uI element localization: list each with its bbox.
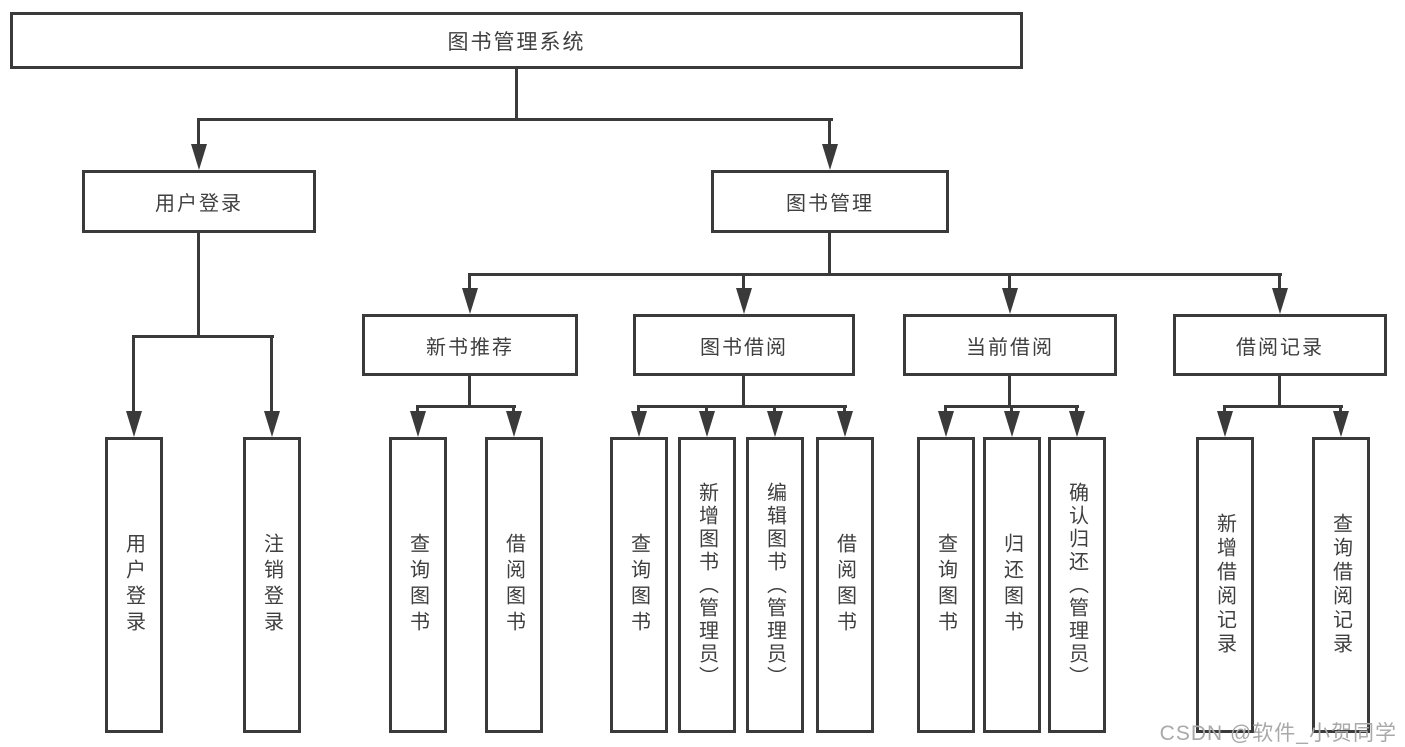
arrowhead-down-icon bbox=[736, 288, 752, 314]
node-current-borrowing: 当前借阅 bbox=[903, 314, 1117, 376]
connector-drop-leaf bbox=[1223, 405, 1226, 413]
arrowhead-down-icon bbox=[1004, 411, 1020, 437]
node-book-management: 图书管理 bbox=[711, 170, 949, 233]
leaf-query-books: 查询图书 bbox=[917, 437, 975, 733]
leaf-query-borrow-record: 查询借阅记录 bbox=[1312, 437, 1370, 733]
leaf-add-book-admin: 新增图书（管理员） bbox=[678, 437, 736, 733]
connector-drop-leaf bbox=[944, 405, 947, 413]
connector-drop-level3 bbox=[468, 273, 471, 291]
connector-drop-leaf bbox=[416, 405, 419, 413]
node-library-management-system: 图书管理系统 bbox=[10, 12, 1023, 69]
connector-drop-level3 bbox=[1278, 273, 1281, 291]
connector-level2-rail bbox=[197, 118, 833, 121]
connector-level3-rail bbox=[468, 273, 1282, 276]
connector-current-stem bbox=[1008, 376, 1011, 407]
node-new-book-recommendation: 新书推荐 bbox=[362, 314, 578, 376]
connector-drop-leaf bbox=[270, 335, 273, 413]
arrowhead-down-icon bbox=[191, 144, 207, 170]
leaf-user-login: 用户登录 bbox=[105, 437, 163, 733]
connector-newbook-rail bbox=[416, 405, 516, 408]
leaf-borrow-books: 借阅图书 bbox=[485, 437, 543, 733]
node-book-borrowing: 图书借阅 bbox=[633, 314, 855, 376]
leaf-confirm-return-admin: 确认归还（管理员） bbox=[1048, 437, 1106, 733]
connector-borrow-stem bbox=[742, 376, 745, 407]
connector-drop-book-management bbox=[828, 118, 831, 146]
arrowhead-down-icon bbox=[1333, 411, 1349, 437]
leaf-borrow-books: 借阅图书 bbox=[816, 437, 874, 733]
connector-drop-leaf bbox=[843, 405, 846, 413]
arrowhead-down-icon bbox=[126, 411, 142, 437]
leaf-query-books: 查询图书 bbox=[389, 437, 447, 733]
leaf-edit-book-admin: 编辑图书（管理员） bbox=[746, 437, 804, 733]
arrowhead-down-icon bbox=[767, 411, 783, 437]
arrowhead-down-icon bbox=[462, 288, 478, 314]
arrowhead-down-icon bbox=[1002, 288, 1018, 314]
node-borrowing-records: 借阅记录 bbox=[1173, 314, 1387, 376]
connector-drop-leaf bbox=[1010, 405, 1013, 413]
arrowhead-down-icon bbox=[837, 411, 853, 437]
connector-drop-level3 bbox=[1008, 273, 1011, 291]
leaf-return-books: 归还图书 bbox=[983, 437, 1041, 733]
connector-drop-leaf bbox=[773, 405, 776, 413]
arrowhead-down-icon bbox=[1272, 288, 1288, 314]
connector-root-stem bbox=[515, 68, 518, 121]
node-user-login: 用户登录 bbox=[82, 170, 316, 233]
connector-records-rail bbox=[1223, 405, 1343, 408]
connector-login-rail bbox=[132, 335, 274, 338]
connector-drop-leaf bbox=[1339, 405, 1342, 413]
connector-drop-leaf bbox=[705, 405, 708, 413]
connector-drop-leaf bbox=[512, 405, 515, 413]
arrowhead-down-icon bbox=[1217, 411, 1233, 437]
connector-borrow-rail bbox=[637, 405, 847, 408]
arrowhead-down-icon bbox=[1069, 411, 1085, 437]
connector-records-stem bbox=[1278, 376, 1281, 407]
connector-book-management-stem bbox=[828, 233, 831, 276]
arrowhead-down-icon bbox=[699, 411, 715, 437]
connector-drop-leaf bbox=[132, 335, 135, 413]
arrowhead-down-icon bbox=[410, 411, 426, 437]
arrowhead-down-icon bbox=[264, 411, 280, 437]
leaf-add-borrow-record: 新增借阅记录 bbox=[1196, 437, 1254, 733]
connector-drop-level3 bbox=[742, 273, 745, 291]
connector-drop-leaf bbox=[637, 405, 640, 413]
arrowhead-down-icon bbox=[938, 411, 954, 437]
arrowhead-down-icon bbox=[506, 411, 522, 437]
leaf-query-books: 查询图书 bbox=[610, 437, 668, 733]
arrowhead-down-icon bbox=[631, 411, 647, 437]
connector-drop-leaf bbox=[1075, 405, 1078, 413]
watermark: CSDN @软件_小贺同学 bbox=[1159, 722, 1397, 745]
connector-drop-user-login bbox=[197, 118, 200, 146]
leaf-logout: 注销登录 bbox=[243, 437, 301, 733]
connector-user-login-stem bbox=[197, 233, 200, 337]
arrowhead-down-icon bbox=[822, 144, 838, 170]
connector-newbook-stem bbox=[468, 376, 471, 407]
